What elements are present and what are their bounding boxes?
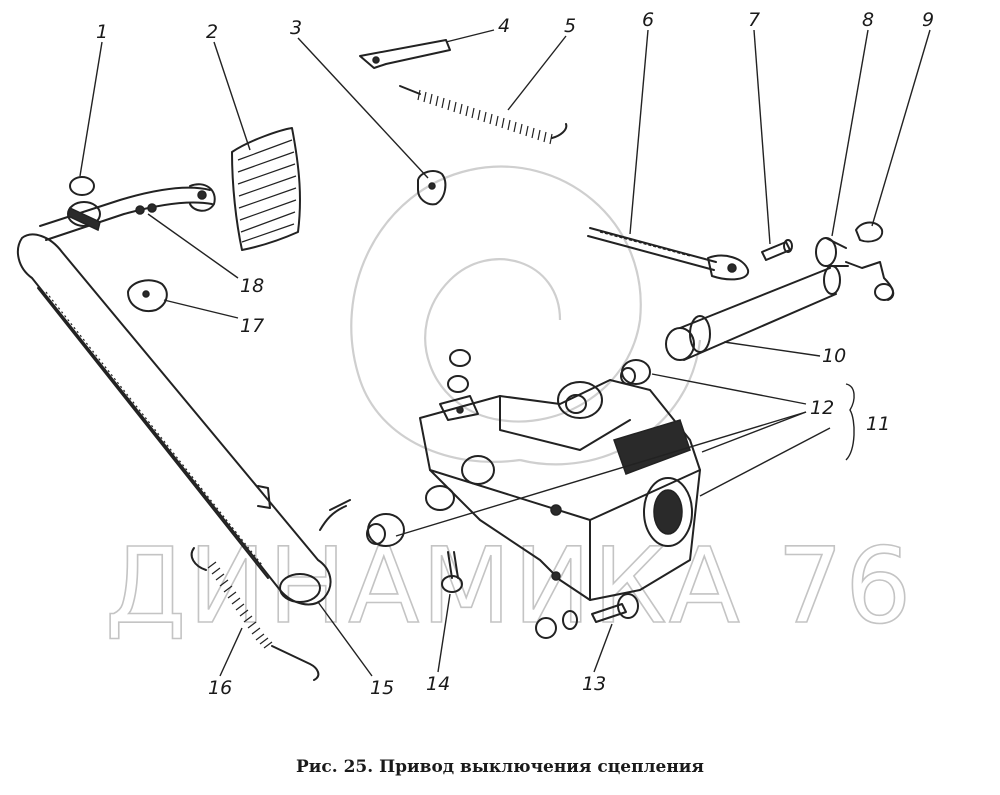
watermark-text: ДИНАМИКА 76 [105,525,913,647]
watermark-logo [350,165,702,466]
part-15-pin [329,499,351,511]
part-14-bolt [441,551,463,593]
part-10-main-shaft [665,265,841,361]
callout-14: 14 [426,673,450,695]
part-7-pin [761,239,793,261]
callout-numbers: 1 2 3 4 5 6 7 8 9 10 11 12 13 14 15 16 1… [96,9,934,699]
part-9-clip [855,221,884,243]
callout-2: 2 [206,21,218,43]
callout-6: 6 [642,9,654,31]
callout-3: 3 [290,17,302,39]
callout-9: 9 [922,9,934,31]
callout-11: 11 [866,413,890,435]
callout-16: 16 [208,677,232,699]
part-5-spring [399,85,568,145]
callout-4: 4 [498,15,510,37]
callout-1: 1 [96,21,108,43]
callout-12: 12 [810,397,834,419]
part-6-push-rod [587,227,750,281]
part-2-pedal-pad [231,127,301,251]
part-1-pedal-lever [16,176,347,606]
figure-caption: Рис. 25. Привод выключения сцепления [296,757,704,777]
part-16-spring [190,547,320,681]
part-18-bolts [135,203,157,215]
part-12-bushings [366,359,651,547]
part-17-block [127,279,168,312]
callout-8: 8 [862,9,874,31]
callout-13: 13 [582,673,606,695]
part-13-bolt [535,593,639,639]
callout-18: 18 [240,275,264,297]
callout-15: 15 [370,677,394,699]
callout-17: 17 [240,315,264,337]
part-4-bracket [359,39,451,69]
part-11-bracket-housing [419,379,701,601]
leader-lines [79,29,931,677]
part-3-nut [417,170,447,206]
callout-7: 7 [748,9,760,31]
nuts-group [447,349,471,393]
callout-5: 5 [564,15,576,37]
callout-10: 10 [822,345,846,367]
